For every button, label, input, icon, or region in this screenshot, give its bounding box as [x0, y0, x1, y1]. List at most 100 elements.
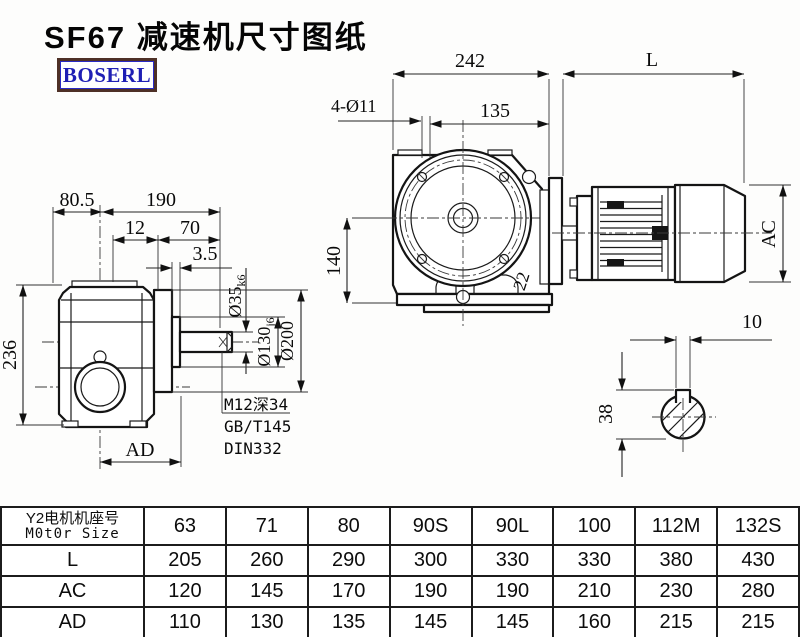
- column-header: 100: [552, 506, 637, 546]
- table-cell: 230: [634, 575, 719, 608]
- bolt-hole-slash: [417, 172, 427, 182]
- table-cell: 215: [716, 606, 800, 637]
- motor-flange: [575, 194, 594, 282]
- table-cell: 145: [224, 575, 309, 608]
- row-label-L: L: [0, 544, 145, 577]
- table-cell: 215: [634, 606, 719, 637]
- dim-80-5-label: 80.5: [60, 189, 95, 211]
- table-cell: 210: [552, 575, 637, 608]
- boserl-logo: BOSERL: [57, 58, 157, 92]
- motor-size-header-en: M0t0r Size: [25, 525, 120, 542]
- table-header-row: Y2电机机座号 M0t0r Size 63 71 80 90S 90L 100 …: [0, 506, 800, 546]
- output-bore-outer: [73, 360, 127, 414]
- dim-242-label: 242: [455, 50, 485, 72]
- input-shaft: [178, 330, 234, 354]
- base-plate-upper: [395, 292, 554, 307]
- dia-spigot-label: Ø130j6: [254, 317, 277, 366]
- dim-140-label: 140: [323, 246, 345, 276]
- input-flange-plate: [547, 176, 564, 286]
- column-header: 112M: [634, 506, 719, 546]
- bolt-hole-slash: [499, 172, 509, 182]
- shaft-chamfer-line: [226, 331, 233, 338]
- dia-shaft-label: Ø35k6: [225, 275, 248, 318]
- column-header: 132S: [716, 506, 800, 546]
- side-view: 80.5 190 12 70 3.5 236 AD: [0, 189, 308, 470]
- table-cell: 330: [552, 544, 637, 577]
- dim-38-label: 38: [595, 404, 617, 424]
- table-cell: 300: [388, 544, 473, 577]
- flange-spigot: [170, 315, 182, 369]
- front-view: 22: [323, 49, 791, 326]
- tap-standard-gb: GB/T145: [224, 417, 291, 436]
- housing-foot: [129, 420, 147, 428]
- keyway-notch: [674, 388, 692, 403]
- row-label-AC: AC: [0, 575, 145, 608]
- column-header: 80: [306, 506, 391, 546]
- housing-foot: [61, 420, 79, 428]
- table-row-AD: AD 110 130 135 145 145 160 215 215: [0, 606, 800, 637]
- bolt-hole-slash: [417, 254, 427, 264]
- base-plate-lower: [422, 303, 551, 314]
- dia-flange-label: Ø200: [277, 321, 297, 361]
- column-header: 63: [143, 506, 227, 546]
- boserl-logo-text: BOSERL: [62, 62, 152, 87]
- tap-callout: M12深34: [224, 395, 288, 414]
- table-cell: 290: [306, 544, 391, 577]
- column-header: 71: [224, 506, 309, 546]
- hatch-line: [672, 409, 704, 438]
- output-flange: [152, 288, 174, 394]
- motor-size-header-cell: Y2电机机座号 M0t0r Size: [0, 506, 145, 546]
- dim-22-label: 22: [509, 269, 534, 292]
- table-row-L: L 205 260 290 300 330 330 380 430: [0, 544, 800, 577]
- dim-135-label: 135: [480, 100, 510, 122]
- table-cell: 160: [552, 606, 637, 637]
- flange-bolt-holes: [416, 171, 510, 265]
- table-cell: 130: [224, 606, 309, 637]
- table-cell: 190: [470, 575, 555, 608]
- shaft-chamfer-line: [226, 346, 233, 353]
- table-row-AC: AC 120 145 170 190 190 210 230 280: [0, 575, 800, 608]
- motor-dimension-table: Y2电机机座号 M0t0r Size 63 71 80 90S 90L 100 …: [0, 506, 800, 637]
- table-cell: 430: [716, 544, 800, 577]
- center-hole-mark: [218, 336, 228, 348]
- dim-L-label: L: [646, 49, 658, 71]
- section-hatch: [662, 396, 704, 438]
- table-cell: 145: [388, 606, 473, 637]
- motor-fin-block: [607, 259, 624, 266]
- column-header: 90S: [388, 506, 473, 546]
- motor-flange-tab: [569, 269, 578, 279]
- corner-bolt-hole: [521, 169, 537, 185]
- adapter-ring: [539, 189, 550, 285]
- table-cell: 170: [306, 575, 391, 608]
- table-cell: 190: [388, 575, 473, 608]
- table-cell: 380: [634, 544, 719, 577]
- table-cell: 205: [143, 544, 227, 577]
- dim-10-label: 10: [742, 311, 762, 333]
- dim-AD-label: AD: [126, 439, 155, 461]
- fan-cowl: [673, 183, 747, 284]
- housing-top-tab: [397, 149, 423, 156]
- dim-236-label: 236: [0, 340, 21, 370]
- output-bore-inner: [80, 367, 120, 407]
- housing-top-tab: [487, 149, 513, 156]
- table-cell: 135: [306, 606, 391, 637]
- hatch-line: [665, 397, 703, 435]
- page-title: SF67 减速机尺寸图纸: [44, 20, 368, 55]
- row-label-AD: AD: [0, 606, 145, 637]
- motor-size-header-cn: Y2电机机座号: [25, 509, 120, 527]
- dim-190-label: 190: [146, 189, 176, 211]
- dim-12-label: 12: [125, 217, 145, 239]
- dim-3-5-label: 3.5: [193, 243, 218, 265]
- hatch-line: [662, 396, 696, 425]
- bolt-hole-slash: [499, 254, 509, 264]
- shaft-section-view: 10 38: [595, 311, 772, 477]
- table-cell: 280: [716, 575, 800, 608]
- motor-fin-block: [607, 201, 624, 208]
- table-cell: 120: [143, 575, 227, 608]
- tap-standard-din: DIN332: [224, 439, 282, 458]
- keyway-mask: [675, 389, 691, 402]
- holes-callout-label: 4-Ø11: [331, 96, 376, 116]
- table-cell: 260: [224, 544, 309, 577]
- technical-drawing: 80.5 190 12 70 3.5 236 AD: [0, 49, 791, 477]
